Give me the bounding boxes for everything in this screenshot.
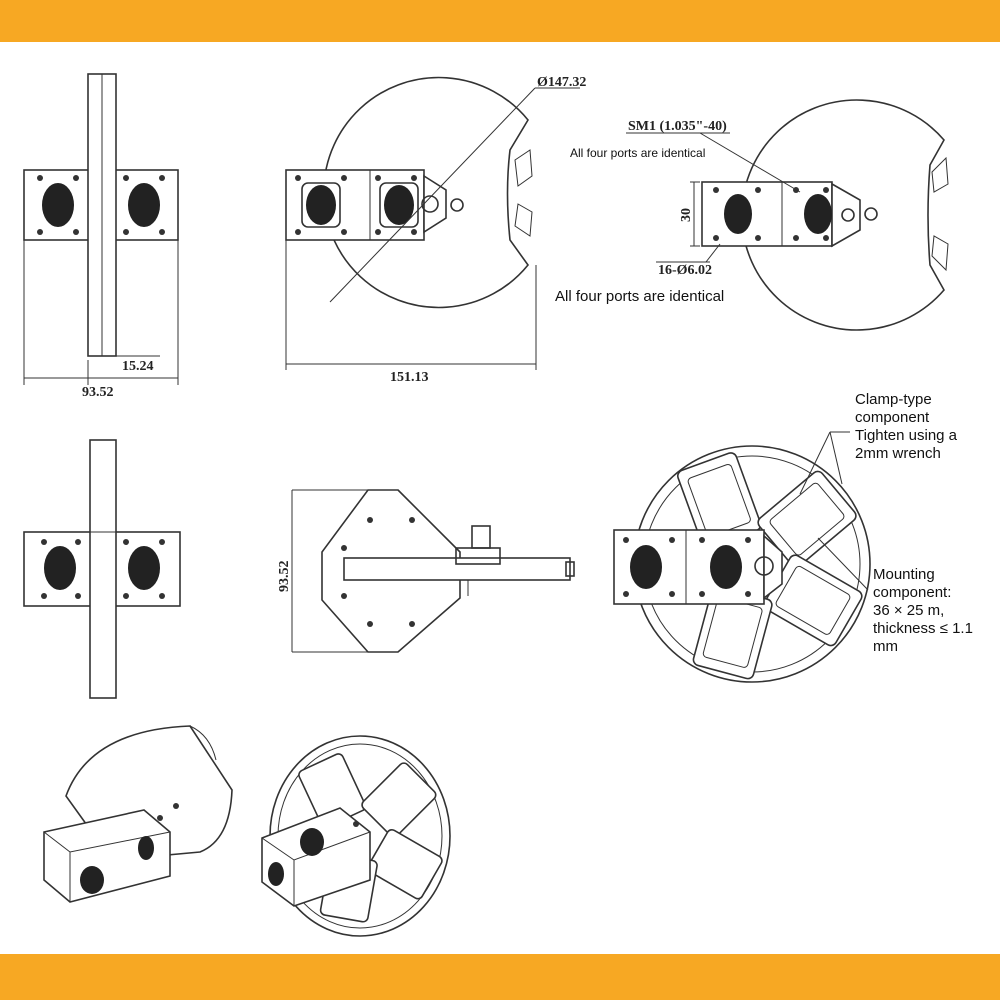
- note-clamp-line-2: component: [855, 409, 930, 426]
- dim-30: 30: [679, 208, 694, 222]
- view-iso-front: [43, 725, 233, 903]
- note-clamp: Clamp-type component Tighten using a 2mm…: [855, 391, 961, 462]
- dim-thread: SM1 (1.035"-40): [628, 119, 727, 134]
- view-ports-detail: [626, 99, 949, 331]
- dim-15-24: 15.24: [122, 359, 154, 374]
- view-iso-back: [261, 735, 451, 937]
- note-ports-large: All four ports are identical: [555, 288, 724, 305]
- dim-93-52-side: 93.52: [277, 561, 292, 593]
- note-ports-small: All four ports are identical: [570, 146, 705, 160]
- dim-151-13: 151.13: [390, 370, 429, 385]
- dim-holes: 16-Ø6.02: [658, 263, 712, 278]
- note-clamp-line-1: Clamp-type: [855, 391, 932, 408]
- view-side-middle: [23, 439, 181, 699]
- note-mounting-line-1: Mounting: [873, 566, 935, 583]
- note-mounting-line-5: mm: [873, 638, 898, 655]
- note-mounting: Mounting component: 36 × 25 m, thickness…: [873, 566, 977, 655]
- view-side-top: [23, 73, 179, 385]
- note-mounting-line-3: 36 × 25 m,: [873, 602, 944, 619]
- dim-93-52-top: 93.52: [82, 385, 114, 400]
- view-top-plate: [291, 489, 575, 653]
- view-front-disk: [285, 76, 580, 370]
- note-clamp-line-3: Tighten using a: [855, 427, 958, 444]
- view-back-clamps: [613, 431, 871, 683]
- note-clamp-line-4: 2mm wrench: [855, 445, 941, 462]
- dim-diameter: Ø147.32: [537, 75, 586, 90]
- note-mounting-line-4: thickness ≤ 1.1: [873, 620, 973, 637]
- note-mounting-line-2: component:: [873, 584, 951, 601]
